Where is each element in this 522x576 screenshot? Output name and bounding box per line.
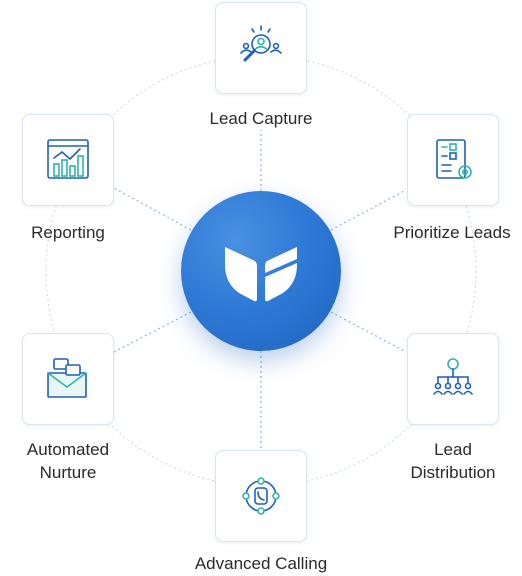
- label-lead-distribution: Lead Distribution: [393, 438, 513, 484]
- card-prioritize-leads: [407, 114, 499, 206]
- label-automated-nurture-line1: Automated: [26, 440, 110, 459]
- spoke-prioritize-leads: [330, 189, 407, 231]
- label-prioritize-leads: Prioritize Leads: [393, 223, 511, 242]
- label-lead-capture: Lead Capture: [209, 109, 313, 128]
- card-lead-distribution: [407, 333, 499, 425]
- leaf-logo-icon: [225, 247, 297, 302]
- spoke-automated-nurture: [113, 311, 192, 353]
- checklist-gear-icon: [436, 139, 472, 179]
- spoke-lead-distribution: [330, 311, 407, 353]
- card-automated-nurture: [22, 333, 114, 425]
- card-lead-capture: [215, 2, 307, 94]
- label-automated-nurture: Automated Nurture: [8, 438, 128, 484]
- label-advanced-calling: Advanced Calling: [194, 554, 328, 573]
- orbit-ring: [45, 55, 477, 487]
- team-hierarchy-icon: [433, 358, 473, 395]
- email-chat-icon: [47, 358, 87, 398]
- card-advanced-calling: [215, 450, 307, 542]
- label-reporting: Reporting: [31, 223, 105, 242]
- phone-network-icon: [242, 477, 280, 515]
- label-automated-nurture-line2: Nurture: [39, 463, 97, 482]
- search-user-icon: [240, 25, 282, 62]
- center-logo: [181, 191, 341, 351]
- chart-report-icon: [47, 139, 89, 179]
- label-lead-distribution-line2: Distribution: [410, 463, 496, 482]
- label-lead-distribution-line1: Lead: [434, 440, 472, 459]
- card-reporting: [22, 114, 114, 206]
- spoke-reporting: [113, 187, 192, 231]
